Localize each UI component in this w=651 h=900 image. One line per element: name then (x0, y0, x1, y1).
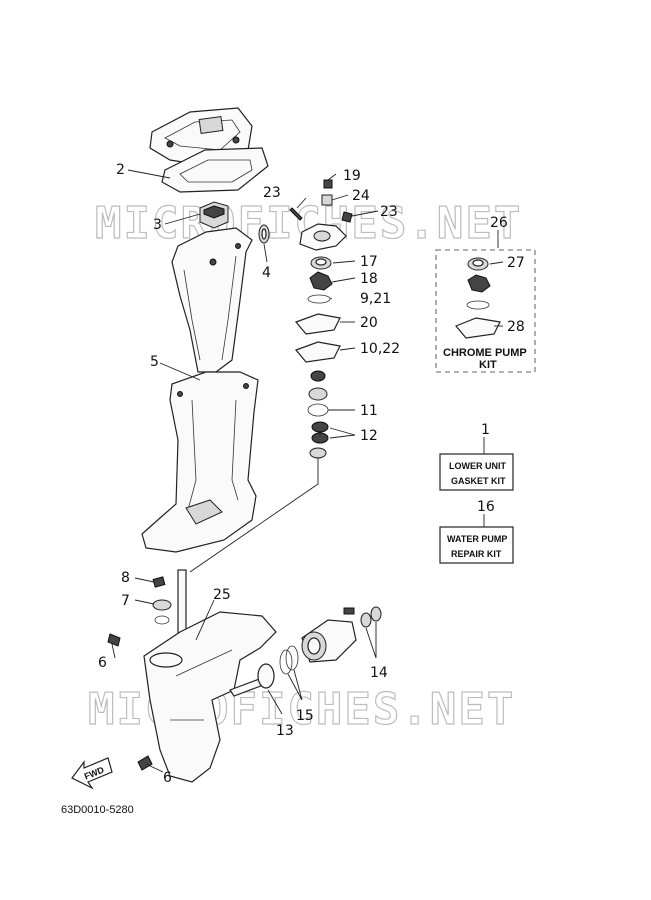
callout-10-22: 10,22 (360, 341, 400, 357)
chrome-pump-kit-box (435, 249, 536, 373)
seal-13 (257, 663, 275, 689)
callout-15: 15 (296, 708, 314, 724)
chrome-kit-line1: CHROME PUMP (443, 347, 527, 359)
nut-8 (152, 576, 166, 588)
gasket-kit-line2: GASKET KIT (451, 476, 506, 486)
callout-23a: 23 (263, 185, 281, 201)
callout-5: 5 (150, 354, 159, 370)
seal-3 (199, 201, 229, 229)
callout-23b: 23 (380, 204, 398, 220)
callout-11: 11 (360, 403, 378, 419)
gasket-kit-line1: LOWER UNIT (449, 461, 506, 471)
fwd-arrow-icon: FWD (71, 757, 113, 790)
plug-6-upper (107, 633, 121, 647)
callout-26: 26 (490, 215, 508, 231)
bearing-14a (360, 612, 372, 628)
water-pump-parts (289, 179, 353, 459)
repair-kit-line2: REPAIR KIT (451, 549, 502, 559)
chrome-kit-line2: KIT (479, 359, 497, 371)
lower-unit (143, 611, 277, 783)
callout-6a: 6 (98, 655, 107, 671)
leader-lines (111, 169, 504, 773)
callout-16: 16 (477, 499, 495, 515)
callout-1: 1 (481, 422, 490, 438)
o-ring-15b (285, 645, 299, 671)
callout-20: 20 (360, 315, 378, 331)
callout-2: 2 (116, 162, 125, 178)
callout-25: 25 (213, 587, 231, 603)
extension-casing (141, 371, 259, 553)
callout-27: 27 (507, 255, 525, 271)
seal-4 (258, 224, 270, 244)
callout-14: 14 (370, 665, 388, 681)
seal-7 (152, 599, 172, 611)
callout-19: 19 (343, 168, 361, 184)
callout-4: 4 (262, 265, 271, 281)
callout-8: 8 (121, 570, 130, 586)
callout-17: 17 (360, 254, 378, 270)
o-ring-15a (279, 649, 293, 675)
repair-kit-box (439, 526, 514, 564)
callout-24: 24 (352, 188, 370, 204)
chrome-kit-parts (455, 257, 501, 339)
diagram-code: 63D0010-5280 (61, 804, 134, 816)
callout-28: 28 (507, 319, 525, 335)
callout-9-21: 9,21 (360, 291, 391, 307)
callout-3: 3 (153, 217, 162, 233)
callout-6b: 6 (163, 770, 172, 786)
prop-shaft-housing (301, 607, 357, 663)
callout-13: 13 (276, 723, 294, 739)
bearing-14b (370, 606, 382, 622)
gasket-2 (161, 147, 269, 193)
callouts: 1 2 3 4 5 6 6 7 8 9,21 10,22 11 12 13 14… (98, 162, 525, 786)
callout-7: 7 (121, 593, 130, 609)
plug-6-lower (137, 755, 153, 771)
upper-casing (171, 227, 253, 373)
gasket-kit-box (439, 453, 514, 491)
callout-18: 18 (360, 271, 378, 287)
callout-12: 12 (360, 428, 378, 444)
repair-kit-line1: WATER PUMP (447, 534, 507, 544)
